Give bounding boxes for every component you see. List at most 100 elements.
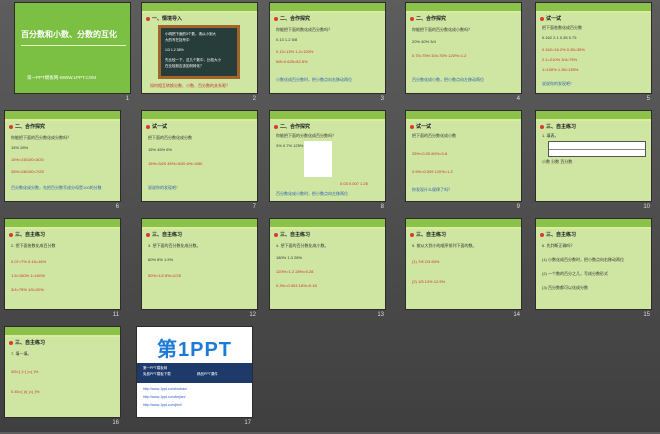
slide-header: 二、合作探究 [274,15,310,22]
slide-thumbnail[interactable]: 三、自主练习 5. 按从大到小的顺序排列下面的数。 (1) 7/8 2/3 60… [405,218,522,310]
slide-thumbnail[interactable]: 三、自主练习 2. 把下面各数化成百分数 0.07=7% 0.16=16% 1.… [4,218,121,310]
slide-thumbnail[interactable]: 试一试 把下面各数化成百分数 0.162 2.1 0.35 0.75 0.162… [535,2,652,94]
slide-thumbnail[interactable]: 三、自主练习 3. 把下面的百分数化成分数。 60% 8% 1.5% 50%=1… [141,218,258,310]
text-line: 15%=15/100=3/20 [11,157,44,162]
text-line: 20% 40% 3/4 [412,39,436,44]
link[interactable]: http://www.1ppt.com/moban/ [143,387,188,391]
slide-16[interactable]: 三、自主练习 7. 填一填。 3/5=( )÷( )=( )% 0.45=( )… [4,326,121,434]
band-text: 第一PPT模板网 [143,366,168,370]
text-line: 1. 填表。 [542,133,559,138]
header-bar [5,327,120,337]
slide-thumbnail[interactable]: 二、合作探究 你能把下面的数化成百分数吗？ 0.13 1.2 5/8 0.13=… [269,2,386,94]
text-line: 60% 8% 1.5% [148,257,174,262]
text-line: 把下面的百分数化成小数 [412,133,456,138]
header-bar [270,219,385,229]
text-line: 把下面各数化成百分数 [542,25,582,30]
slide-number: 11 [112,312,119,318]
slide-15[interactable]: 三、自主练习 6. 先判断正确吗？ (1) 小数化成百分数时，把小数点向右移动两… [535,218,652,326]
text-line: 15% 28% [11,145,29,150]
board-text: 1/3 1.2 38% [165,48,184,52]
text-line: 0.75=75% 3/4=75% 120%=1.2 [412,53,467,58]
data-table [548,141,646,157]
table-row [549,142,645,150]
slide-number: 3 [380,96,384,102]
slide-4[interactable]: 二、合作探究 你能把下面的百分数化成小数吗？ 20% 40% 3/4 0.75=… [405,2,522,110]
slide-number: 4 [516,96,520,102]
text-line: 0.3%=0.003 18%=0.18 [276,283,317,288]
slide-header: 一、情境导入 [146,15,182,22]
slide-11[interactable]: 三、自主练习 2. 把下面各数化成百分数 0.07=7% 0.16=16% 1.… [4,218,121,326]
text-line: 3/5=( )÷( )=( )% [11,369,39,374]
text-line: 4. 把下面的百分数化成小数。 [276,243,329,248]
text-line: 5/8=0.625=62.5% [276,59,308,64]
slide-thumbnail[interactable]: 三、自主练习 6. 先判断正确吗？ (1) 小数化成百分数时，把小数点向右移动两… [535,218,652,310]
slide-7[interactable]: 试一试 把下面的百分数化成分数 15% 45% 6% 15%=3/20 45%=… [141,110,258,218]
slide-8[interactable]: 二、合作探究 你能把下面的分数化成百分数吗？ 3% 0.7% 125% 0.03… [269,110,386,218]
text-line: 0.9%=0.009 120%=1.2 [412,169,453,174]
text-line: 15%=3/20 45%=9/20 6%=3/50 [148,161,203,166]
slide-9[interactable]: 试一试 把下面的百分数化成小数 25%=0.25 80%=0.8 0.9%=0.… [405,110,522,218]
slide-thumbnail[interactable]: 第1PPT 第一PPT模板网 免费PPT模板下载 精品PPT课件 http://… [136,326,253,418]
slide-thumbnail[interactable]: 二、合作探究 你能把下面的百分数化成分数吗？ 15% 28% 15%=15/10… [4,110,121,202]
slide-header: 试一试 [410,123,431,130]
slide-3[interactable]: 二、合作探究 你能把下面的数化成百分数吗？ 0.13 1.2 5/8 0.13=… [269,2,386,110]
caption: 如何相互转换分数、小数、百分数的关系呢？ [150,83,230,88]
ppt-logo: 第1PPT [137,327,252,363]
text-line: 你能把下面的百分数化成小数吗？ [412,27,472,32]
slide-thumbnail[interactable]: 试一试 把下面的百分数化成分数 15% 45% 6% 15%=3/20 45%=… [141,110,258,202]
text-line: 15% 45% 6% [148,147,173,152]
slide-title: 百分数和小数、分数的互化 [21,30,117,39]
blackboard-image: 小明把下面的3个数，请从小到大 大的写在括号中 1/3 1.2 38% 先比较一… [158,25,240,79]
text-line: 0.13 1.2 5/8 [276,37,298,42]
text-line: 6. 先判断正确吗？ [542,243,575,248]
header-bar [536,111,651,121]
slide-thumbnail[interactable]: 三、自主练习 4. 把下面的百分数化成小数。 180% 1.3 28% 120%… [269,218,386,310]
slide-14[interactable]: 三、自主练习 5. 按从大到小的顺序排列下面的数。 (1) 7/8 2/3 60… [405,218,522,326]
slide-thumbnail[interactable]: 二、合作探究 你能把下面的分数化成百分数吗？ 3% 0.7% 125% 0.03… [269,110,386,202]
slide-17[interactable]: 第1PPT 第一PPT模板网 免费PPT模板下载 精品PPT课件 http://… [136,326,253,434]
header-bar [270,111,385,121]
slide-number: 15 [643,312,650,318]
board-text: 小明把下面的3个数，请从小到大 [165,32,216,36]
slide-thumbnail[interactable]: 一、情境导入 小明把下面的3个数，请从小到大 大的写在括号中 1/3 1.2 3… [141,2,258,94]
slide-number: 2 [252,96,256,102]
header-bar [406,219,521,229]
header-bar [536,3,651,13]
header-bar [536,219,651,229]
slide-subtitle: 第一PPT模板网-WWW.1PPT.COM [27,75,96,80]
slide-thumbnail[interactable]: 三、自主练习 1. 填表。 小数 分数 百分数 [535,110,652,202]
header-bar [406,3,521,13]
text-line: (1) 小数化成百分数时，把小数点向右移动两位 [542,257,624,262]
text-line: 180% 1.3 28% [276,255,303,260]
text-line: 2.1=210% 3/4=75% [542,57,578,62]
text-line: 百分数化成小数，把小数点向左移动两位 [412,77,484,82]
text-line: 你能把下面的数化成百分数吗？ [276,27,332,32]
board-text: 大的写在括号中 [165,38,190,42]
link[interactable]: http://www.1ppt.com/jieri/ [143,403,182,407]
link[interactable]: http://www.1ppt.com/kejian/ [143,395,186,399]
slide-12[interactable]: 三、自主练习 3. 把下面的百分数化成分数。 60% 8% 1.5% 50%=1… [141,218,258,326]
slide-5[interactable]: 试一试 把下面各数化成百分数 0.162 2.1 0.35 0.75 0.162… [535,2,652,110]
text-line: 7. 填一填。 [11,351,32,356]
slide-number: 8 [380,204,384,210]
text-line: 把下面的百分数化成分数 [148,135,192,140]
header-bar [142,219,257,229]
text-line: 0.162=16.2% 0.35=35% [542,47,585,52]
slide-1[interactable]: 百分数和小数、分数的互化 第一PPT模板网-WWW.1PPT.COM 1 [14,2,131,110]
text-line: 3/4=75% 1/5=20% [11,287,44,292]
slide-2[interactable]: 一、情境导入 小明把下面的3个数，请从小到大 大的写在括号中 1/3 1.2 3… [141,2,258,110]
text-line: 5. 按从大到小的顺序排列下面的数。 [412,243,477,248]
slide-thumbnail[interactable]: 试一试 把下面的百分数化成小数 25%=0.25 80%=0.8 0.9%=0.… [405,110,522,202]
slide-6[interactable]: 二、合作探究 你能把下面的百分数化成分数吗？ 15% 28% 15%=15/10… [4,110,121,218]
header-bar [142,3,257,13]
slide-number: 7 [252,204,256,210]
text-line: 说说你的发现吧！ [148,185,180,190]
slide-number: 13 [377,312,384,318]
slide-thumbnail[interactable]: 百分数和小数、分数的互化 第一PPT模板网-WWW.1PPT.COM [14,2,131,94]
slide-thumbnail[interactable]: 三、自主练习 7. 填一填。 3/5=( )÷( )=( )% 0.45=( )… [4,326,121,418]
slide-number: 9 [516,204,520,210]
slide-10[interactable]: 三、自主练习 1. 填表。 小数 分数 百分数 10 [535,110,652,218]
slide-13[interactable]: 三、自主练习 4. 把下面的百分数化成小数。 180% 1.3 28% 120%… [269,218,386,326]
text-line: 0.45=( )/( )=( )% [11,389,40,394]
slide-thumbnail[interactable]: 二、合作探究 你能把下面的百分数化成小数吗？ 20% 40% 3/4 0.75=… [405,2,522,94]
